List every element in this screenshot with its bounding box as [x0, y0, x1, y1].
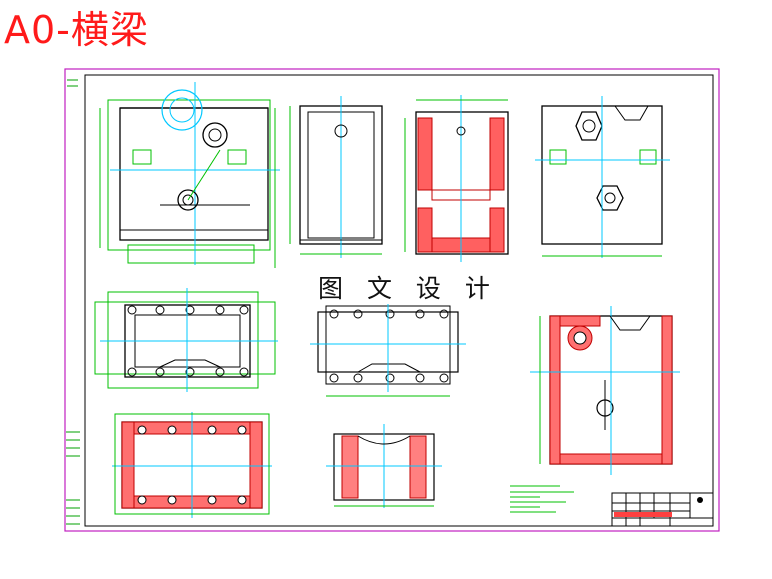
title-block — [611, 492, 714, 527]
drawing-title: A0-横梁 — [4, 8, 149, 52]
large-section-view — [530, 306, 680, 475]
section-view — [404, 95, 509, 262]
front-view — [99, 82, 280, 268]
inner-frame — [84, 74, 714, 527]
outer-frame — [64, 68, 720, 532]
rear-view — [535, 96, 670, 258]
left-border-marks — [66, 431, 80, 525]
partial-section-view — [326, 424, 442, 508]
watermark-text: 图 文 设 计 — [312, 274, 504, 304]
bottom-section-view — [112, 412, 272, 518]
top-left-marks — [67, 79, 78, 87]
top-view — [94, 288, 278, 392]
technical-notes — [510, 485, 574, 513]
middle-plan-view — [310, 300, 466, 397]
side-view — [289, 96, 383, 258]
